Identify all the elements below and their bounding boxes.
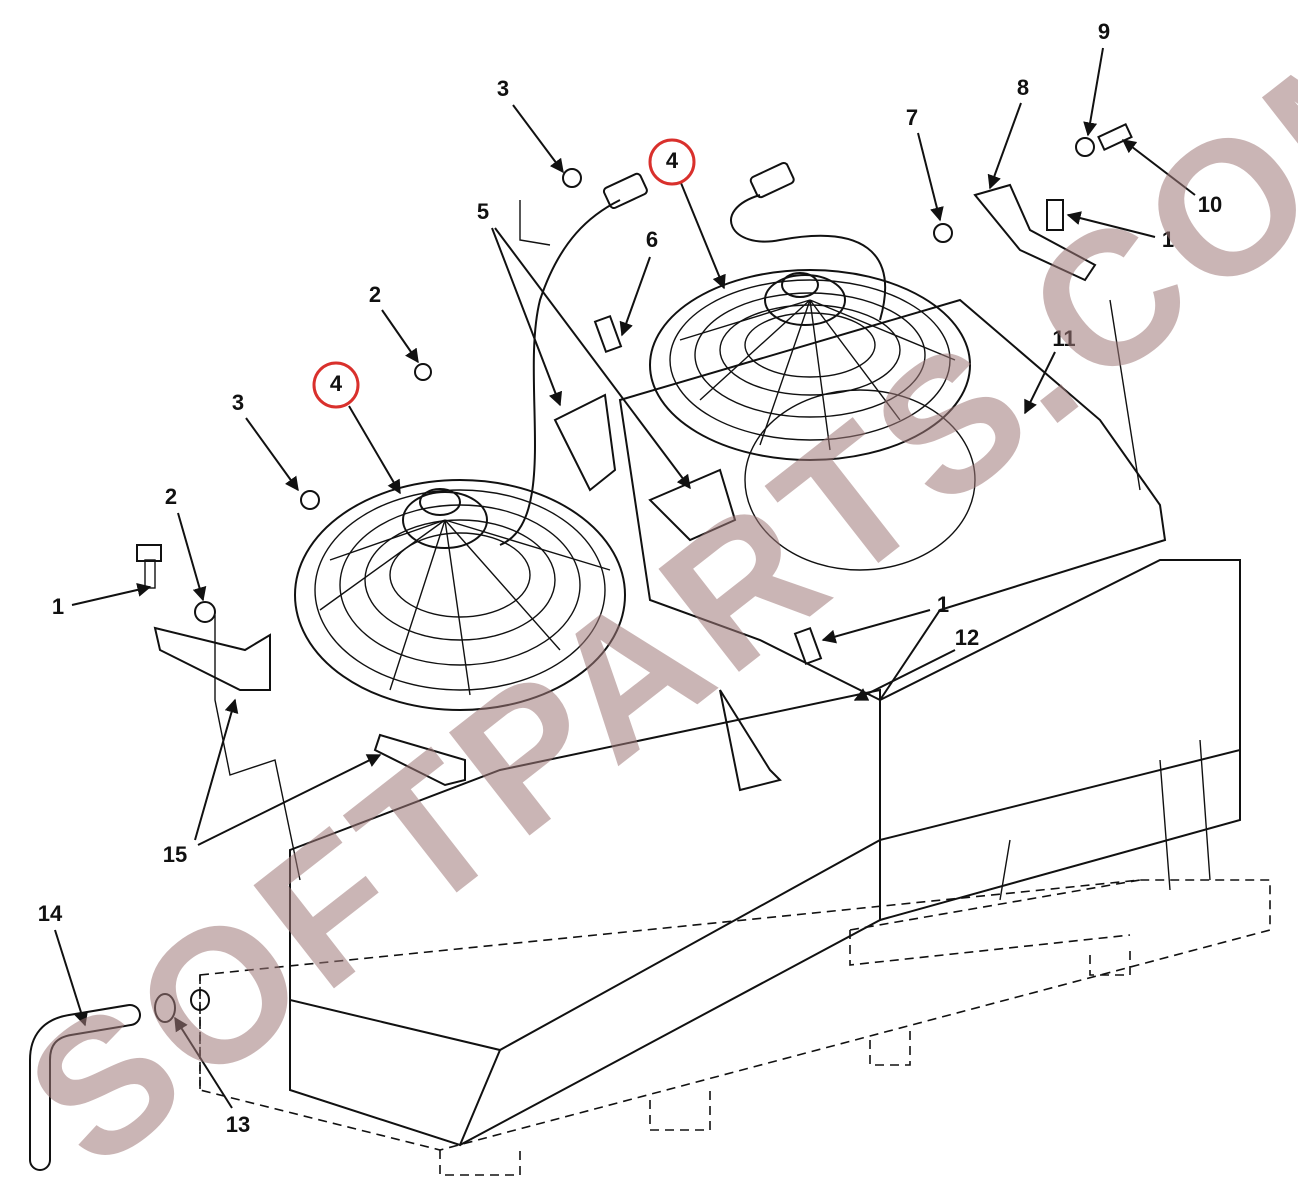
callout-15: 15 (163, 842, 187, 867)
callout-7: 7 (906, 105, 918, 130)
callout-4: 4 (666, 148, 679, 173)
callout-11: 11 (1052, 326, 1075, 351)
callout-3: 3 (232, 390, 244, 415)
callout-12: 12 (955, 625, 979, 650)
callout-13: 13 (226, 1112, 250, 1137)
callout-labels: 3 4 5 6 2 4 3 2 1 7 8 9 10 1 11 1 12 15 … (38, 19, 1222, 1137)
highlight-circle (312, 361, 360, 409)
callout-5: 5 (477, 199, 489, 224)
callout-1: 1 (937, 592, 949, 617)
base-frame (199, 879, 1271, 1176)
callout-2: 2 (165, 484, 177, 509)
callout-1: 1 (1162, 227, 1174, 252)
callout-4: 4 (330, 371, 343, 396)
callout-14: 14 (38, 901, 63, 926)
callout-3: 3 (497, 76, 509, 101)
hose-and-clamp (29, 989, 210, 1171)
shroud-plate (618, 298, 1167, 702)
fan-motor-left (294, 172, 648, 711)
brackets (136, 122, 1141, 881)
callout-10: 10 (1198, 192, 1222, 217)
radiator-right (879, 559, 1241, 922)
leader-lines (54, 47, 1196, 1109)
fan-motor-right (649, 161, 971, 461)
callout-8: 8 (1017, 75, 1029, 100)
callout-1: 1 (52, 594, 64, 619)
callout-2: 2 (369, 282, 381, 307)
callout-9: 9 (1098, 19, 1110, 44)
highlight-circle (648, 138, 696, 186)
callout-6: 6 (646, 227, 658, 252)
